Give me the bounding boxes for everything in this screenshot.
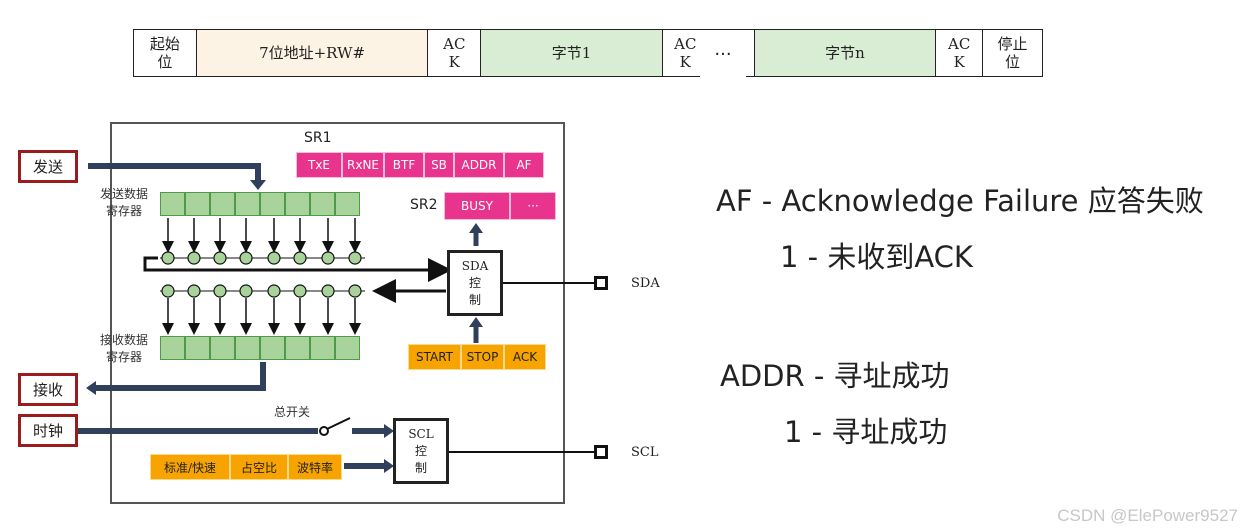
sr2-label: SR2	[410, 197, 438, 213]
send-arrowhead	[250, 180, 266, 190]
ctrl-bit-ack: ACK	[504, 344, 546, 370]
sr1-bit-txe: TxE	[296, 152, 342, 178]
sr1-bit-rxne: RxNE	[342, 152, 384, 178]
rx-register-cell	[210, 336, 235, 360]
rx-register-cell	[260, 336, 285, 360]
scl-pin-label: SCL	[631, 445, 659, 460]
receive-pin: 接收	[18, 373, 78, 406]
clk-bit-speed: 标准/快速	[150, 454, 230, 480]
sda-to-sr2-arrowhead	[469, 223, 483, 233]
rx-data-register	[160, 336, 360, 360]
clkbits-to-scl-arrowhead	[384, 459, 394, 473]
rx-register-cell	[235, 336, 260, 360]
addr-note-title: ADDR - 寻址成功	[720, 359, 950, 393]
watermark: CSDN @ElePower9527	[1057, 506, 1238, 525]
sr1-bit-af: AF	[504, 152, 544, 178]
ctrl-bit-start: START	[408, 344, 461, 370]
control-register: START STOP ACK	[408, 344, 546, 370]
frame-byte-1: 字节1	[481, 30, 663, 76]
rx-register-cell	[285, 336, 310, 360]
tx-shift-line	[143, 256, 452, 282]
tx-register-cell	[310, 192, 335, 216]
tx-register-cell	[210, 192, 235, 216]
scl-pin-terminal	[594, 445, 608, 459]
rx-register-cell	[160, 336, 185, 360]
sr1-bit-btf: BTF	[384, 152, 424, 178]
send-pin: 发送	[18, 150, 78, 183]
frame-stop-bit: 停止 位	[997, 35, 1028, 71]
tx-register-cell	[235, 192, 260, 216]
tx-register-cell	[160, 192, 185, 216]
tx-register-cell	[285, 192, 310, 216]
sr2-bit-more: ···	[510, 192, 556, 220]
master-switch-contact	[319, 426, 329, 436]
tx-data-register	[160, 192, 360, 216]
tx-down-arrows	[162, 218, 361, 253]
scl-control-block: SCL 控 制	[393, 418, 449, 484]
af-note-title: AF - Acknowledge Failure 应答失败	[716, 184, 1204, 218]
sr1-bit-addr: ADDR	[454, 152, 504, 178]
receive-arrowhead	[86, 381, 96, 395]
addr-note-value: 1 - 寻址成功	[784, 415, 948, 449]
frame-ack-1: AC K	[428, 30, 482, 76]
sr1-bit-sb: SB	[424, 152, 454, 178]
clock-config-register: 标准/快速 占空比 波特率	[150, 454, 342, 480]
receive-path-arrow	[96, 362, 266, 391]
rx-register-cell	[310, 336, 335, 360]
tx-register-cell	[185, 192, 210, 216]
rx-down-arrows	[162, 298, 361, 335]
sda-control-block: SDA 控 制	[447, 250, 503, 316]
ctrl-bit-stop: STOP	[461, 344, 504, 370]
rx-register-cell	[335, 336, 360, 360]
clk-bit-baud: 波特率	[288, 454, 342, 480]
frame-gap-ellipsis: ···	[700, 30, 746, 78]
frame-ellipsis-cell	[709, 30, 755, 76]
frame-address-field: 7位地址+RW#	[196, 30, 429, 76]
frame-ack-n: AC K	[936, 30, 984, 76]
tx-register-label: 发送数据 寄存器	[99, 187, 148, 218]
rx-register-label: 接收数据 寄存器	[99, 333, 148, 364]
clock-pin: 时钟	[18, 414, 78, 447]
sr1-register: TxE RxNE BTF SB ADDR AF	[296, 152, 544, 178]
master-switch-blade	[326, 417, 351, 430]
sr2-register: BUSY ···	[444, 192, 556, 220]
sda-pin-terminal	[594, 276, 608, 290]
sda-pin-label: SDA	[631, 276, 660, 291]
frame-byte-n: 字节n	[754, 30, 937, 76]
i2c-frame-format: 起始 位 7位地址+RW# AC K 字节1 AC K 字节n AC K 停止 …	[133, 29, 1043, 77]
tx-register-cell	[335, 192, 360, 216]
af-note-value: 1 - 未收到ACK	[780, 240, 973, 274]
tx-register-cell	[260, 192, 285, 216]
master-switch-label: 总开关	[274, 405, 311, 419]
frame-start-bit: 起始 位	[134, 30, 197, 76]
sr1-label: SR1	[304, 130, 332, 146]
rx-register-cell	[185, 336, 210, 360]
ctrl-to-sda-arrowhead	[469, 317, 483, 327]
send-path-arrow	[88, 163, 261, 180]
sr2-bit-busy: BUSY	[444, 192, 510, 220]
clk-bit-duty: 占空比	[230, 454, 288, 480]
switch-to-scl-arrowhead	[384, 424, 394, 438]
